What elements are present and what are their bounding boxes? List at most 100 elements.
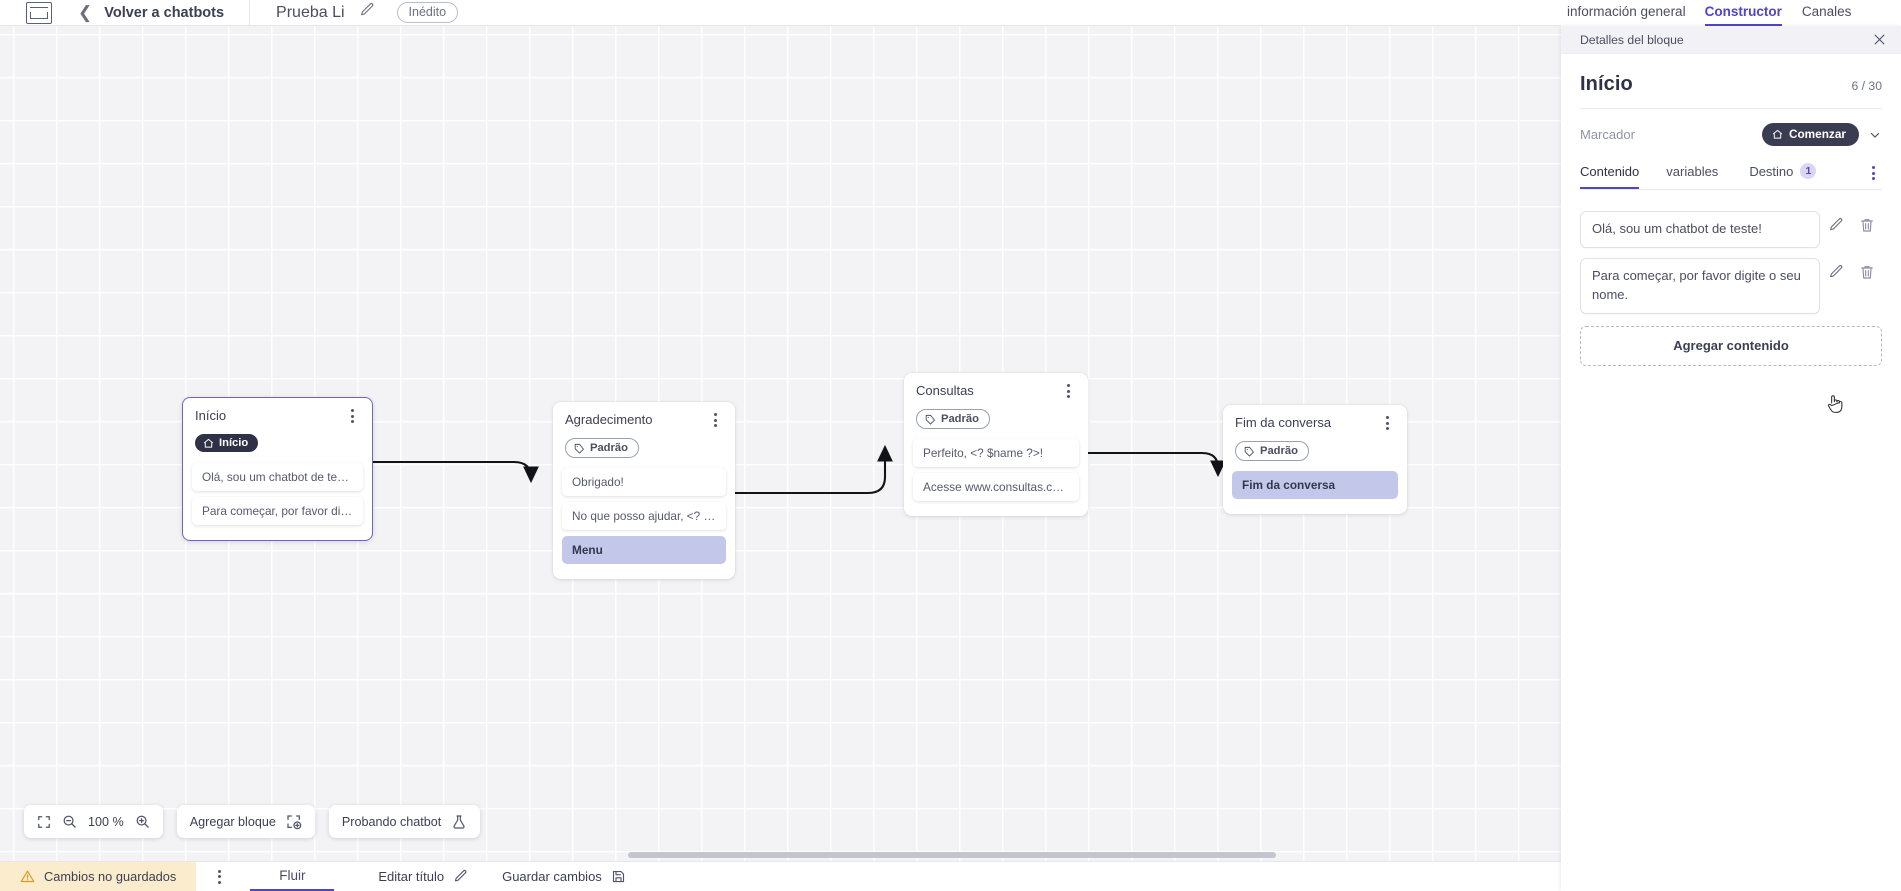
- panel-tabs-kebab[interactable]: [1866, 165, 1882, 189]
- zoom-out-icon[interactable]: [62, 814, 77, 829]
- marker-select[interactable]: Comenzar: [1761, 123, 1882, 146]
- home-icon: [1772, 129, 1783, 139]
- home-icon: [203, 438, 214, 448]
- test-chatbot-button[interactable]: Probando chatbot: [328, 805, 481, 838]
- node-tag-default: Padrão: [916, 409, 990, 429]
- tab-canales[interactable]: Canales: [1801, 4, 1852, 19]
- panel-header: Detalles del bloque: [1561, 26, 1901, 54]
- panel-body: Início 6 / 30 Marcador Comenzar Con: [1561, 54, 1901, 366]
- kebab-menu-icon[interactable]: [212, 869, 228, 885]
- node-title: Início: [195, 408, 227, 423]
- node-title: Agradecimento: [565, 412, 653, 427]
- flow-node-agradecimento[interactable]: Agradecimento Padrão Obrigado! No que po…: [553, 402, 735, 579]
- edit-title-label: Editar título: [378, 869, 445, 884]
- panel-header-label: Detalles del bloque: [1580, 32, 1684, 47]
- fit-to-screen-icon[interactable]: [37, 815, 51, 829]
- unsaved-changes-label: Cambios no guardados: [44, 869, 177, 884]
- node-message-highlight[interactable]: Fim da conversa: [1232, 470, 1398, 499]
- node-separator: [183, 454, 372, 463]
- block-counter: 6 / 30: [1851, 79, 1883, 93]
- bottom-status-bar: Cambios no guardados Fluir Editar título…: [0, 861, 1561, 891]
- save-changes-label: Guardar cambios: [502, 869, 602, 884]
- zoom-in-icon[interactable]: [135, 814, 150, 829]
- tab-contenido[interactable]: Contenido: [1580, 159, 1640, 189]
- kebab-menu-icon[interactable]: [1380, 415, 1396, 433]
- node-separator: [904, 430, 1088, 439]
- node-message-highlight[interactable]: Menu: [562, 535, 726, 564]
- status-badge: Inédito: [396, 2, 459, 23]
- tab-informacion-general[interactable]: información general: [1567, 4, 1686, 19]
- chevron-left-icon[interactable]: ❮: [78, 3, 93, 22]
- node-tag-label: Padrão: [941, 413, 979, 425]
- back-to-chatbots-link[interactable]: Volver a chatbots: [104, 4, 225, 21]
- tab-destino-label: Destino: [1749, 163, 1794, 179]
- add-block-button[interactable]: Agregar bloque: [176, 805, 315, 838]
- pencil-icon: [453, 869, 468, 884]
- tab-fluir[interactable]: Fluir: [250, 862, 335, 891]
- scrollbar-thumb[interactable]: [628, 852, 1276, 858]
- marker-row: Marcador Comenzar: [1580, 109, 1882, 158]
- node-message[interactable]: Obrigado!: [562, 467, 726, 496]
- trash-icon[interactable]: [1851, 264, 1882, 280]
- node-message[interactable]: Acesse www.consultas.com par...: [913, 472, 1079, 501]
- page-title: Início: [1580, 73, 1633, 95]
- kebab-menu-icon[interactable]: [345, 408, 361, 426]
- app-logo-icon[interactable]: [26, 1, 52, 24]
- kebab-menu-icon[interactable]: [708, 412, 724, 430]
- chevron-down-icon[interactable]: [1868, 128, 1882, 142]
- zoom-level-value: 100 %: [88, 814, 124, 829]
- test-chatbot-label: Probando chatbot: [341, 814, 442, 829]
- flow-node-fim-da-conversa[interactable]: Fim da conversa Padrão Fim da conversa: [1223, 405, 1407, 514]
- tab-variables[interactable]: variables: [1666, 159, 1718, 189]
- node-title: Consultas: [916, 383, 974, 398]
- content-item: Para começar, por favor digite o seu nom…: [1580, 257, 1882, 314]
- tag-icon: [925, 414, 935, 425]
- pencil-icon[interactable]: [359, 2, 375, 23]
- tab-constructor[interactable]: Constructor: [1704, 4, 1782, 26]
- kebab-menu-icon[interactable]: [1061, 383, 1077, 401]
- node-header: Fim da conversa: [1223, 405, 1407, 433]
- content-text-field[interactable]: Olá, sou um chatbot de teste!: [1580, 211, 1820, 248]
- pencil-icon[interactable]: [1820, 264, 1851, 280]
- node-tag-label: Padrão: [590, 442, 628, 454]
- node-title: Fim da conversa: [1235, 415, 1332, 430]
- content-text-field[interactable]: Para começar, por favor digite o seu nom…: [1580, 257, 1820, 314]
- header-divider: [249, 0, 251, 26]
- close-icon[interactable]: [1872, 32, 1887, 47]
- save-disk-icon: [611, 869, 626, 884]
- node-message[interactable]: Para começar, por favor digite o ...: [192, 496, 363, 525]
- horizontal-scrollbar[interactable]: [0, 849, 1561, 861]
- node-tag-label: Padrão: [1260, 445, 1298, 457]
- kebab-menu-icon[interactable]: [1866, 165, 1882, 181]
- content-item-actions: [1820, 258, 1882, 280]
- flow-canvas[interactable]: Início Início Olá, sou um chatbot de tes…: [0, 26, 1561, 861]
- node-message[interactable]: No que posso ajudar, <? $name ...: [562, 501, 726, 530]
- unsaved-changes-badge: Cambios no guardados: [0, 862, 197, 891]
- node-message[interactable]: Perfeito, <? $name ?>!: [913, 438, 1079, 467]
- add-content-button[interactable]: Agregar contenido: [1580, 325, 1882, 366]
- marker-label: Marcador: [1580, 127, 1635, 142]
- marker-value-label: Comenzar: [1788, 127, 1846, 141]
- pencil-icon[interactable]: [1820, 217, 1851, 233]
- add-block-label: Agregar bloque: [189, 814, 276, 829]
- tab-destino[interactable]: Destino 1: [1749, 158, 1817, 189]
- warning-triangle-icon: [20, 869, 35, 884]
- node-separator: [553, 459, 735, 468]
- flow-node-inicio[interactable]: Início Início Olá, sou um chatbot de tes…: [182, 397, 373, 541]
- bottom-kebab-menu[interactable]: [196, 862, 244, 891]
- node-header: Início: [183, 398, 372, 426]
- panel-tabs: Contenido variables Destino 1: [1580, 158, 1882, 190]
- content-item-actions: [1820, 211, 1882, 233]
- tab-variables-label: variables: [1666, 164, 1719, 179]
- node-message[interactable]: Olá, sou um chatbot de teste!: [192, 462, 363, 491]
- top-header-bar: ❮ Volver a chatbots Prueba Li Inédito: [0, 0, 1561, 26]
- save-changes-button[interactable]: Guardar cambios: [502, 862, 626, 891]
- marker-value-pill[interactable]: Comenzar: [1761, 123, 1859, 146]
- document-title: Prueba Li: [276, 3, 345, 21]
- panel-title-row: Início 6 / 30: [1580, 54, 1882, 109]
- node-tag-default: Padrão: [565, 438, 639, 458]
- flow-node-consultas[interactable]: Consultas Padrão Perfeito, <? $name ?>! …: [904, 373, 1088, 516]
- edit-title-button[interactable]: Editar título: [378, 862, 468, 891]
- destino-count-badge: 1: [1800, 163, 1817, 179]
- trash-icon[interactable]: [1851, 217, 1882, 233]
